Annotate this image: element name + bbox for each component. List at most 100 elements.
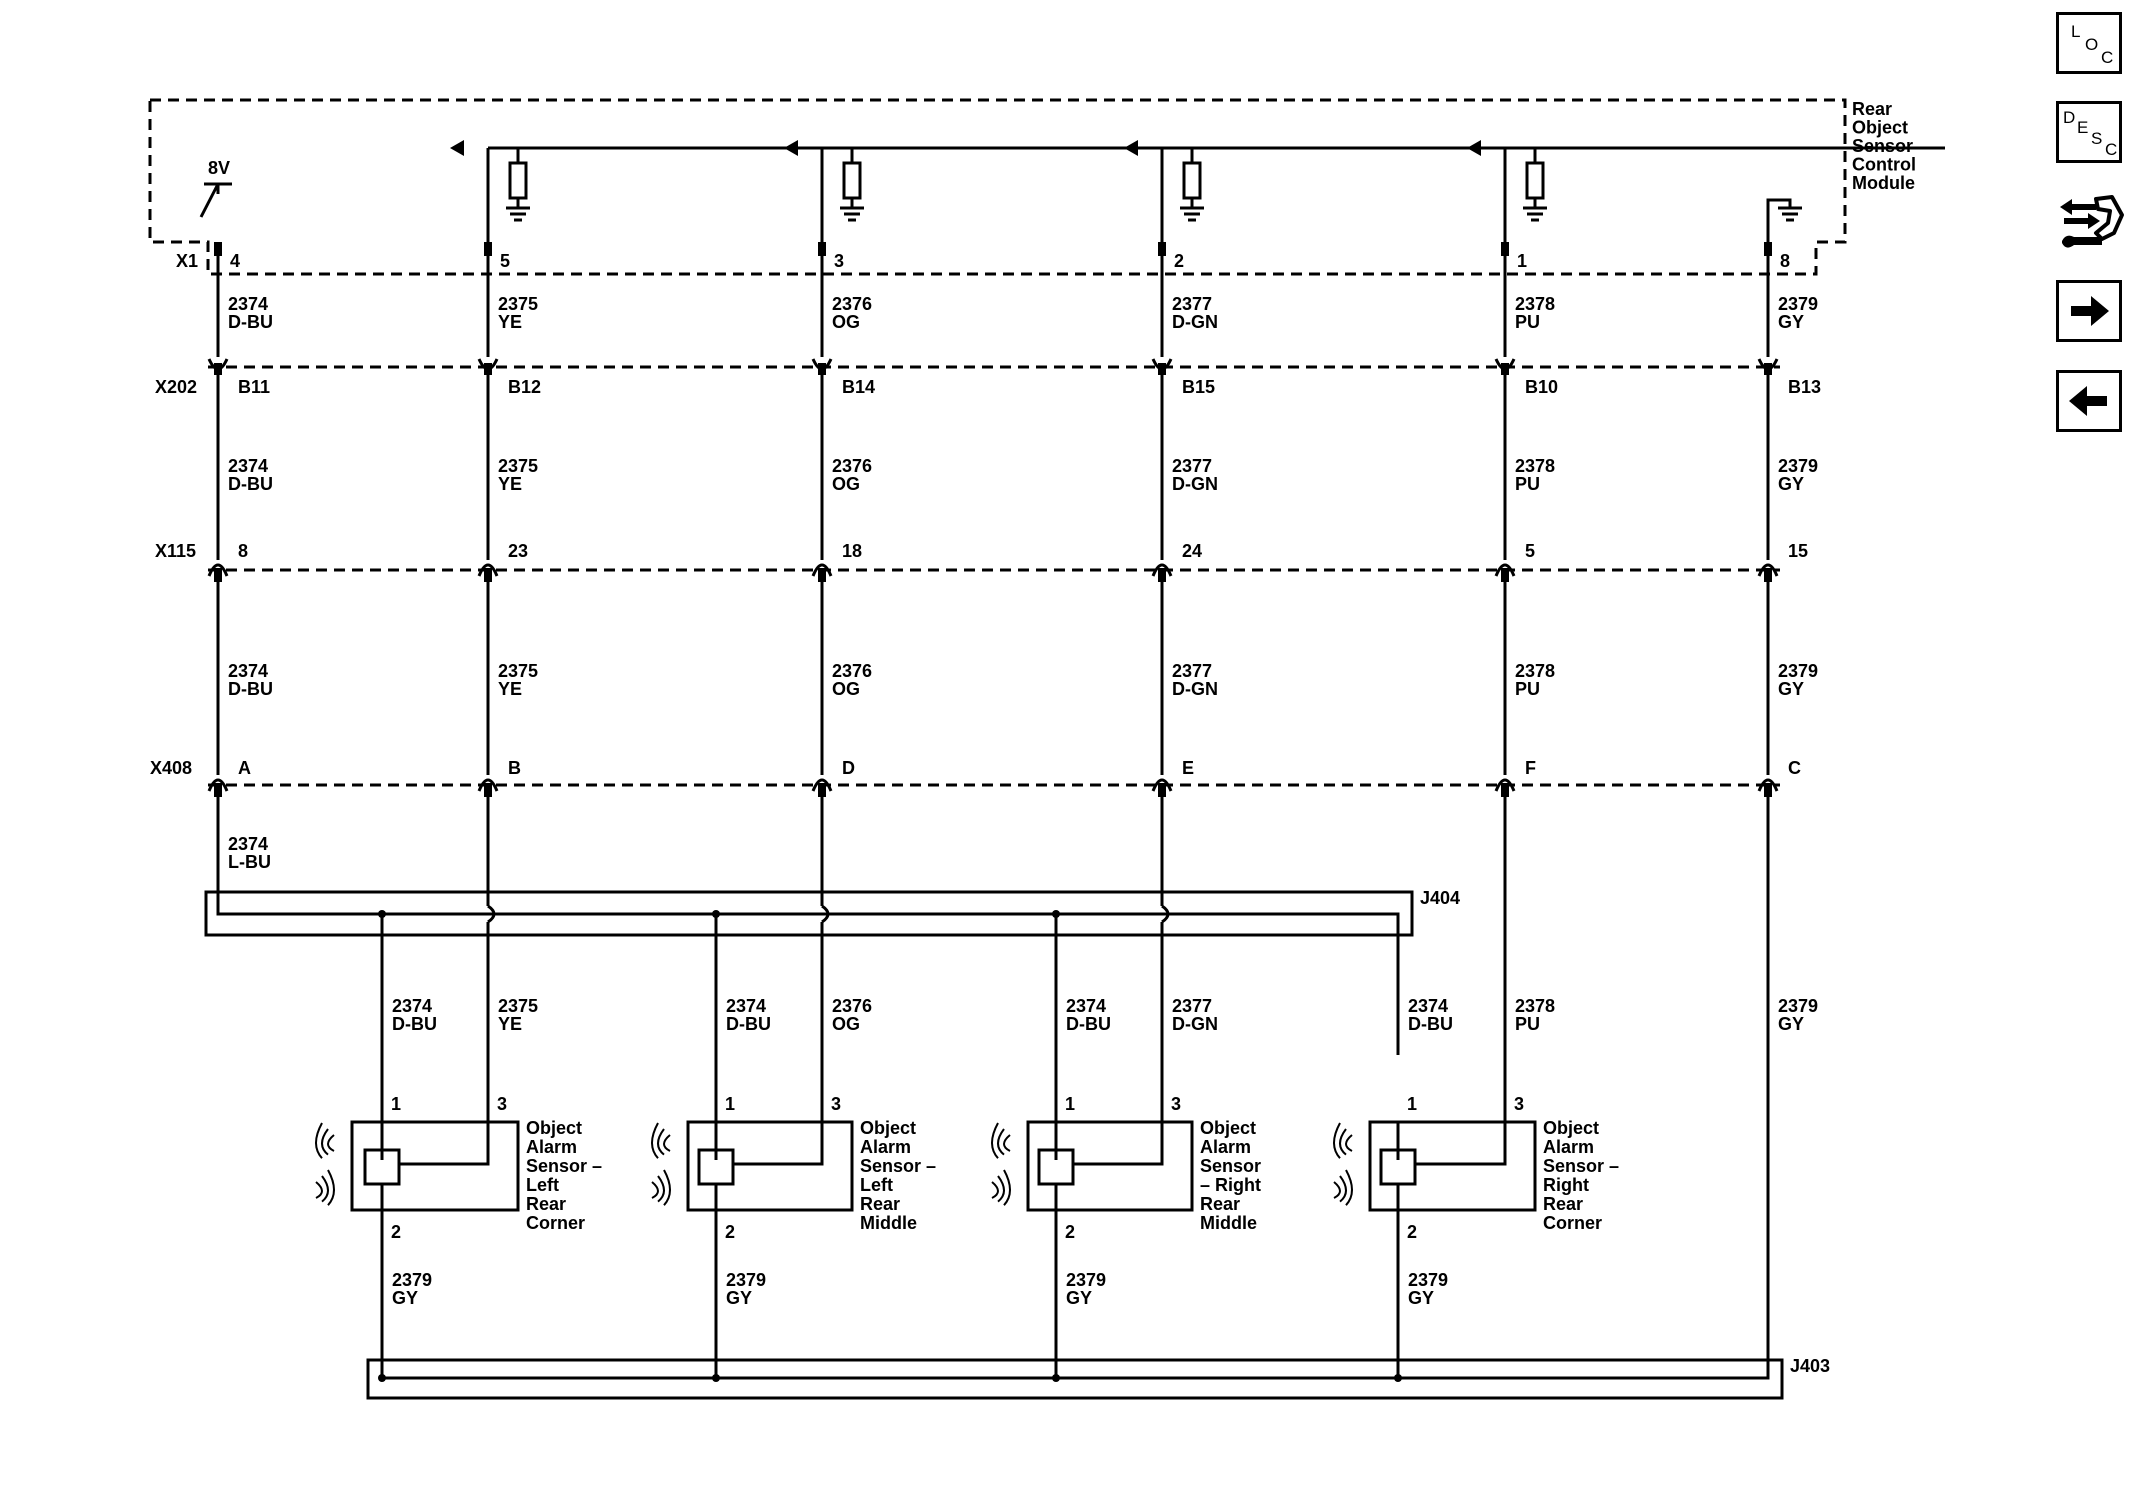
sensor-2-feed-splice-dot — [1052, 910, 1060, 918]
sensor-2-feed-wire-num: 2374 — [1066, 996, 1106, 1016]
circuit-0-x408-pin-body — [214, 783, 222, 797]
sensor-0-body — [350, 1120, 520, 1212]
desc-letter-d: D — [2063, 108, 2076, 127]
circuit-3-x408-pin: E — [1182, 758, 1194, 778]
circuit-5-wire-color: GY — [1778, 312, 1804, 332]
connector-end-view-button[interactable] — [2056, 193, 2124, 255]
circuit-4-x202-pin-body — [1501, 363, 1509, 375]
sensor-1-ground-wire-color: GY — [726, 1288, 752, 1308]
circuit-5-x1-pin: 8 — [1780, 251, 1790, 271]
sensor-1-wave-out-0 — [651, 1181, 659, 1199]
sensor-2-signal-wire-color: D-GN — [1172, 1014, 1218, 1034]
circuit-3-x1-pin-body — [1158, 242, 1166, 256]
circuit-0-wire-num: 2374 — [228, 294, 268, 314]
output-arrowhead-1 — [450, 140, 464, 156]
circuit-1-wire-color: YE — [498, 474, 522, 494]
sensor-3-signal-inner — [1415, 1122, 1507, 1166]
circuit-3-x202-pin-body — [1158, 363, 1166, 375]
sensor-1-feed-splice-dot — [712, 910, 720, 918]
sensor-2-wave-out-0 — [991, 1181, 999, 1199]
circuit-0-x115-cup — [207, 563, 229, 577]
sensor-3-pin-feed: 1 — [1407, 1094, 1417, 1114]
circuit-3-wire-num: 2377 — [1172, 294, 1212, 314]
circuit-0-x115-pin-body — [214, 568, 222, 582]
module-ground-lead — [1766, 198, 1792, 254]
sensor-1-name-line: Rear — [860, 1194, 900, 1214]
sensor-1-wave-in-1 — [657, 1128, 665, 1156]
circuit-5-x408-cup — [1757, 778, 1779, 792]
circuit-2-x115-pin: 18 — [842, 541, 862, 561]
sensor-2-pin-signal: 3 — [1171, 1094, 1181, 1114]
circuit-2-x202-pin-body — [818, 363, 826, 375]
circuit-1-wire-color: YE — [498, 312, 522, 332]
circuit-2-wire-color: OG — [832, 679, 860, 699]
circuit-3-x408-pin-body — [1158, 783, 1166, 797]
sensor-1-name-line: Left — [860, 1175, 893, 1195]
circuit-0-x202-pin: B11 — [238, 377, 270, 397]
sensor-2-pin-feed: 1 — [1065, 1094, 1075, 1114]
location-button[interactable]: L O C — [2056, 12, 2122, 74]
sensor-1-name-line: Object — [860, 1118, 916, 1138]
circuit-3-wire-color: D-GN — [1172, 679, 1218, 699]
circuit-0-wire-num: 2374 — [228, 456, 268, 476]
sensor-3-ground-wire-num: 2379 — [1408, 1270, 1448, 1290]
circuit-2-x408-pin: D — [842, 758, 855, 778]
next-page-button[interactable] — [2056, 280, 2122, 342]
sensor-1-name-line: Alarm — [860, 1137, 911, 1157]
sensor-2-body — [1026, 1120, 1194, 1212]
sensor-3-wave-out-0 — [1333, 1181, 1341, 1199]
circuit-0-wire-color: D-BU — [228, 312, 273, 332]
sensor-0-wave-out-1 — [321, 1175, 329, 1203]
circuit-0-x1-pin: 4 — [230, 251, 240, 271]
circuit-3-wire-num: 2377 — [1172, 456, 1212, 476]
sensor-0-signal-wire-color: YE — [498, 1014, 522, 1034]
ground-bus-line — [382, 1360, 1770, 1380]
circuit-4-wire-color: PU — [1515, 474, 1540, 494]
feed-bus-line — [216, 797, 1400, 1055]
sensor-0-feed-wire-num: 2374 — [392, 996, 432, 1016]
circuit-5-x408-pin: C — [1788, 758, 1801, 778]
sensor-0-name-line: Alarm — [526, 1137, 577, 1157]
splice-j404-outline — [204, 890, 1414, 937]
circuit-0-wire-color: D-BU — [228, 679, 273, 699]
x408-feed-wire-color: L-BU — [228, 852, 271, 872]
circuit-2-wire-num: 2376 — [832, 661, 872, 681]
sensor-3-name-line: Corner — [1543, 1213, 1602, 1233]
circuit-2-x408-cup — [811, 778, 833, 792]
sensor-2-pin-ground: 2 — [1065, 1222, 1075, 1242]
sensor-1-wave-in-0 — [663, 1134, 671, 1152]
sensor-0-feed-wire-color: D-BU — [392, 1014, 437, 1034]
circuit-4-x115-pin: 5 — [1525, 541, 1535, 561]
sensor-0-wave-in-0 — [327, 1134, 335, 1152]
circuit-2-wire-num: 2376 — [832, 294, 872, 314]
output-arrowhead-3 — [1124, 140, 1138, 156]
previous-page-button[interactable] — [2056, 370, 2122, 432]
circuit-3-x115-pin: 24 — [1182, 541, 1202, 561]
sensor-3-feed-wire-num: 2374 — [1408, 996, 1448, 1016]
circuit-1-wire-color: YE — [498, 679, 522, 699]
sensor-1-feed-wire-color: D-BU — [726, 1014, 771, 1034]
sensor-1-name-line: Sensor – — [860, 1156, 936, 1176]
sensor-0-wave-out-2 — [327, 1169, 335, 1206]
circuit-5-x408-pin-body — [1764, 783, 1772, 797]
sensor-0-name-line: Rear — [526, 1194, 566, 1214]
circuit-2-wire-num: 2376 — [832, 456, 872, 476]
sensor-0-wave-in-1 — [321, 1128, 329, 1156]
sensor-2-signal-wire-num: 2377 — [1172, 996, 1212, 1016]
circuit-1-x202-pin-body — [484, 363, 492, 375]
connector-x1-label: X1 — [176, 251, 198, 271]
sensor-1-feed-wire-num: 2374 — [726, 996, 766, 1016]
sensor-1-signal-wire-color: OG — [832, 1014, 860, 1034]
sensor-3-body — [1368, 1120, 1537, 1212]
sensor-3-wave-in-2 — [1333, 1122, 1341, 1159]
sensor-0-ground-wire-num: 2379 — [392, 1270, 432, 1290]
sensor-3-ground-wire-color: GY — [1408, 1288, 1434, 1308]
supply-switch — [199, 183, 220, 218]
sensor-1-pin-signal: 3 — [831, 1094, 841, 1114]
sensor-3-signal-wire-color: PU — [1515, 1014, 1540, 1034]
loc-letter-o: O — [2085, 35, 2099, 54]
output-arrowhead-4 — [1467, 140, 1481, 156]
circuit-1-x115-cup — [477, 563, 499, 577]
sensor-0-pin-ground: 2 — [391, 1222, 401, 1242]
description-button[interactable]: D E S C — [2056, 101, 2122, 163]
